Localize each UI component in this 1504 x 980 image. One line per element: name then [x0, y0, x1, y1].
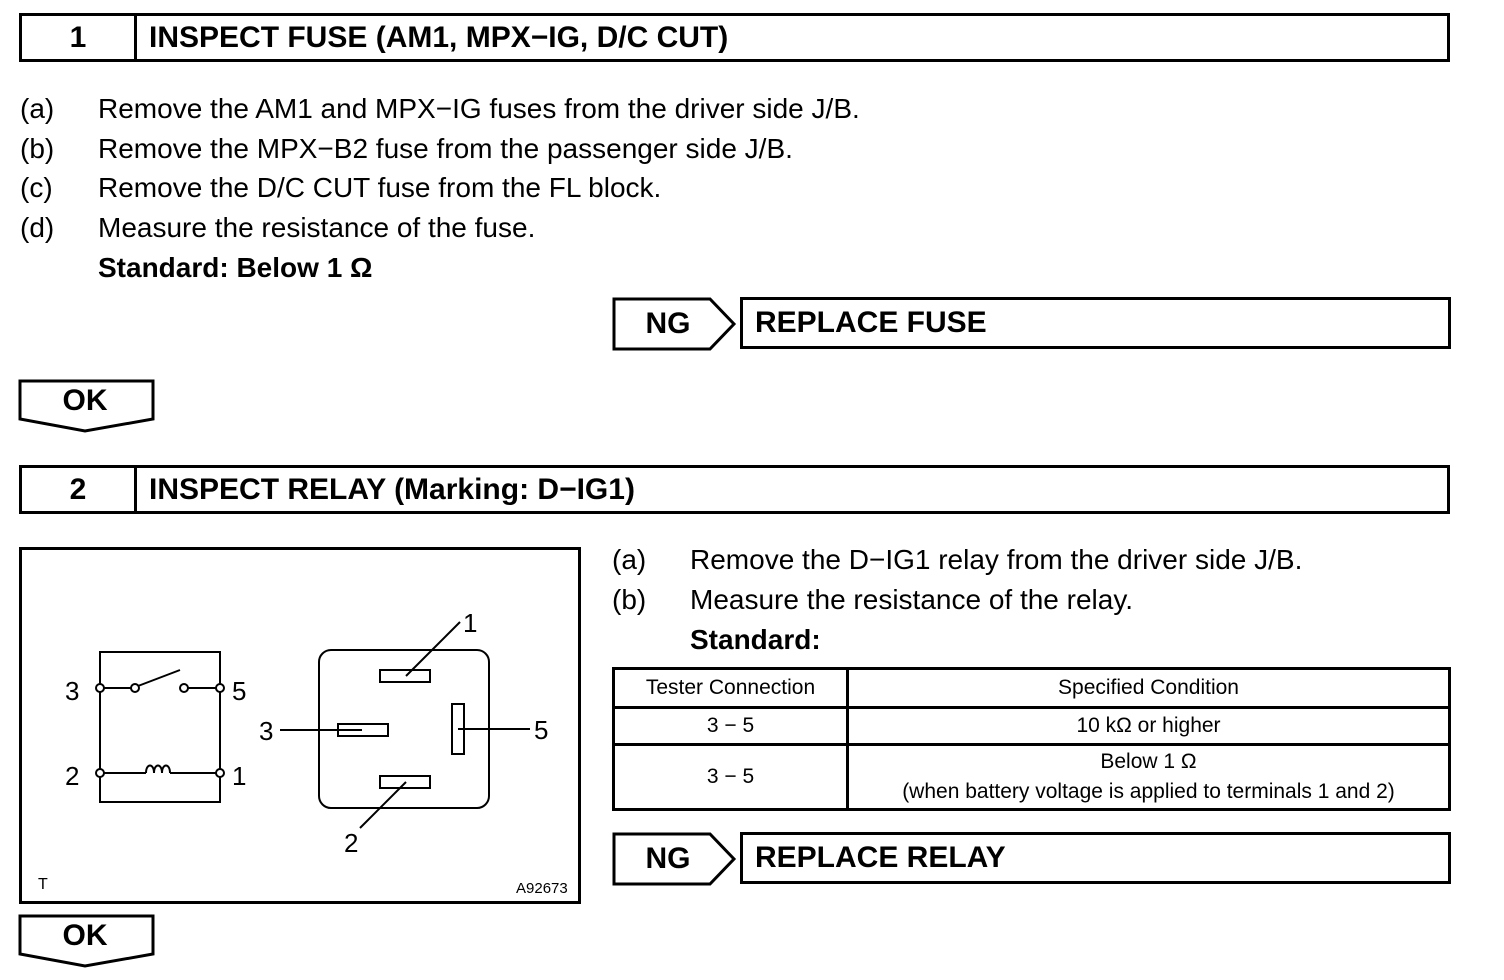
- table-cell: Below 1 Ω (when battery voltage is appli…: [846, 743, 1451, 811]
- condition-value: Below 1 Ω: [1100, 750, 1197, 773]
- step-2-standard: Standard:: [690, 624, 821, 655]
- relay-diagram: 3 5 2 1 1 3 5 2 T A92673: [19, 547, 581, 904]
- figure-code: A92673: [516, 880, 568, 897]
- replace-relay-box: REPLACE RELAY: [740, 832, 1451, 884]
- step-1-standard: Standard: Below 1 Ω: [98, 252, 373, 283]
- step-1-title: INSPECT FUSE (AM1, MPX−IG, D/C CUT): [149, 20, 729, 54]
- relay-terminal-2: 2: [344, 828, 359, 858]
- step-1-number: 1: [22, 16, 137, 59]
- replace-fuse-box: REPLACE FUSE: [740, 297, 1451, 349]
- table-header-row: Tester Connection Specified Condition: [612, 667, 1451, 709]
- spec-table: Tester Connection Specified Condition 3 …: [612, 667, 1451, 811]
- table-cell: 3 − 5: [612, 743, 849, 811]
- line-text: Remove the D−IG1 relay from the driver s…: [690, 544, 1303, 575]
- line-text: Measure the resistance of the fuse.: [98, 212, 536, 243]
- relay-terminal-1: 1: [463, 608, 478, 638]
- line-label: (a): [20, 93, 55, 124]
- ng-label: NG: [645, 307, 691, 340]
- line-label: (d): [20, 212, 55, 243]
- step-2-number: 2: [22, 468, 137, 511]
- table-header: Specified Condition: [846, 667, 1451, 709]
- ng-arrow-icon: [612, 832, 737, 886]
- schematic-terminal-2: 2: [65, 761, 80, 791]
- ng-arrow-icon: [612, 297, 737, 351]
- ok-arrow-icon: [18, 914, 155, 968]
- step-1-header: 1 INSPECT FUSE (AM1, MPX−IG, D/C CUT): [19, 13, 1450, 62]
- step-2-header: 2 INSPECT RELAY (Marking: D−IG1): [19, 465, 1450, 514]
- ok-arrow-icon: [18, 379, 155, 433]
- line-text: Measure the resistance of the relay.: [690, 584, 1134, 615]
- table-cell: 3 − 5: [612, 706, 849, 746]
- table-header: Tester Connection: [612, 667, 849, 709]
- ok-label: OK: [62, 919, 108, 952]
- line-text: Remove the D/C CUT fuse from the FL bloc…: [98, 172, 662, 203]
- schematic-terminal-3: 3: [65, 676, 80, 706]
- line-label: (b): [20, 133, 55, 164]
- step-2-title: INSPECT RELAY (Marking: D−IG1): [149, 472, 635, 506]
- table-row: 3 − 5 Below 1 Ω (when battery voltage is…: [612, 743, 1451, 811]
- line-label: (c): [20, 172, 53, 203]
- schematic-terminal-1: 1: [232, 761, 247, 791]
- line-label: (a): [612, 544, 647, 575]
- schematic-terminal-5: 5: [232, 676, 247, 706]
- condition-note: (when battery voltage is applied to term…: [902, 780, 1395, 803]
- table-row: 3 − 5 10 kΩ or higher: [612, 706, 1451, 746]
- ok-label: OK: [62, 384, 108, 417]
- table-cell: 10 kΩ or higher: [846, 706, 1451, 746]
- relay-diagram-drawing: [95, 621, 530, 829]
- relay-terminal-5: 5: [534, 715, 549, 745]
- corner-mark: T: [38, 876, 48, 893]
- relay-terminal-3: 3: [259, 716, 274, 746]
- ng-label: NG: [645, 842, 691, 875]
- line-text: Remove the AM1 and MPX−IG fuses from the…: [98, 93, 860, 124]
- line-label: (b): [612, 584, 647, 615]
- line-text: Remove the MPX−B2 fuse from the passenge…: [98, 133, 793, 164]
